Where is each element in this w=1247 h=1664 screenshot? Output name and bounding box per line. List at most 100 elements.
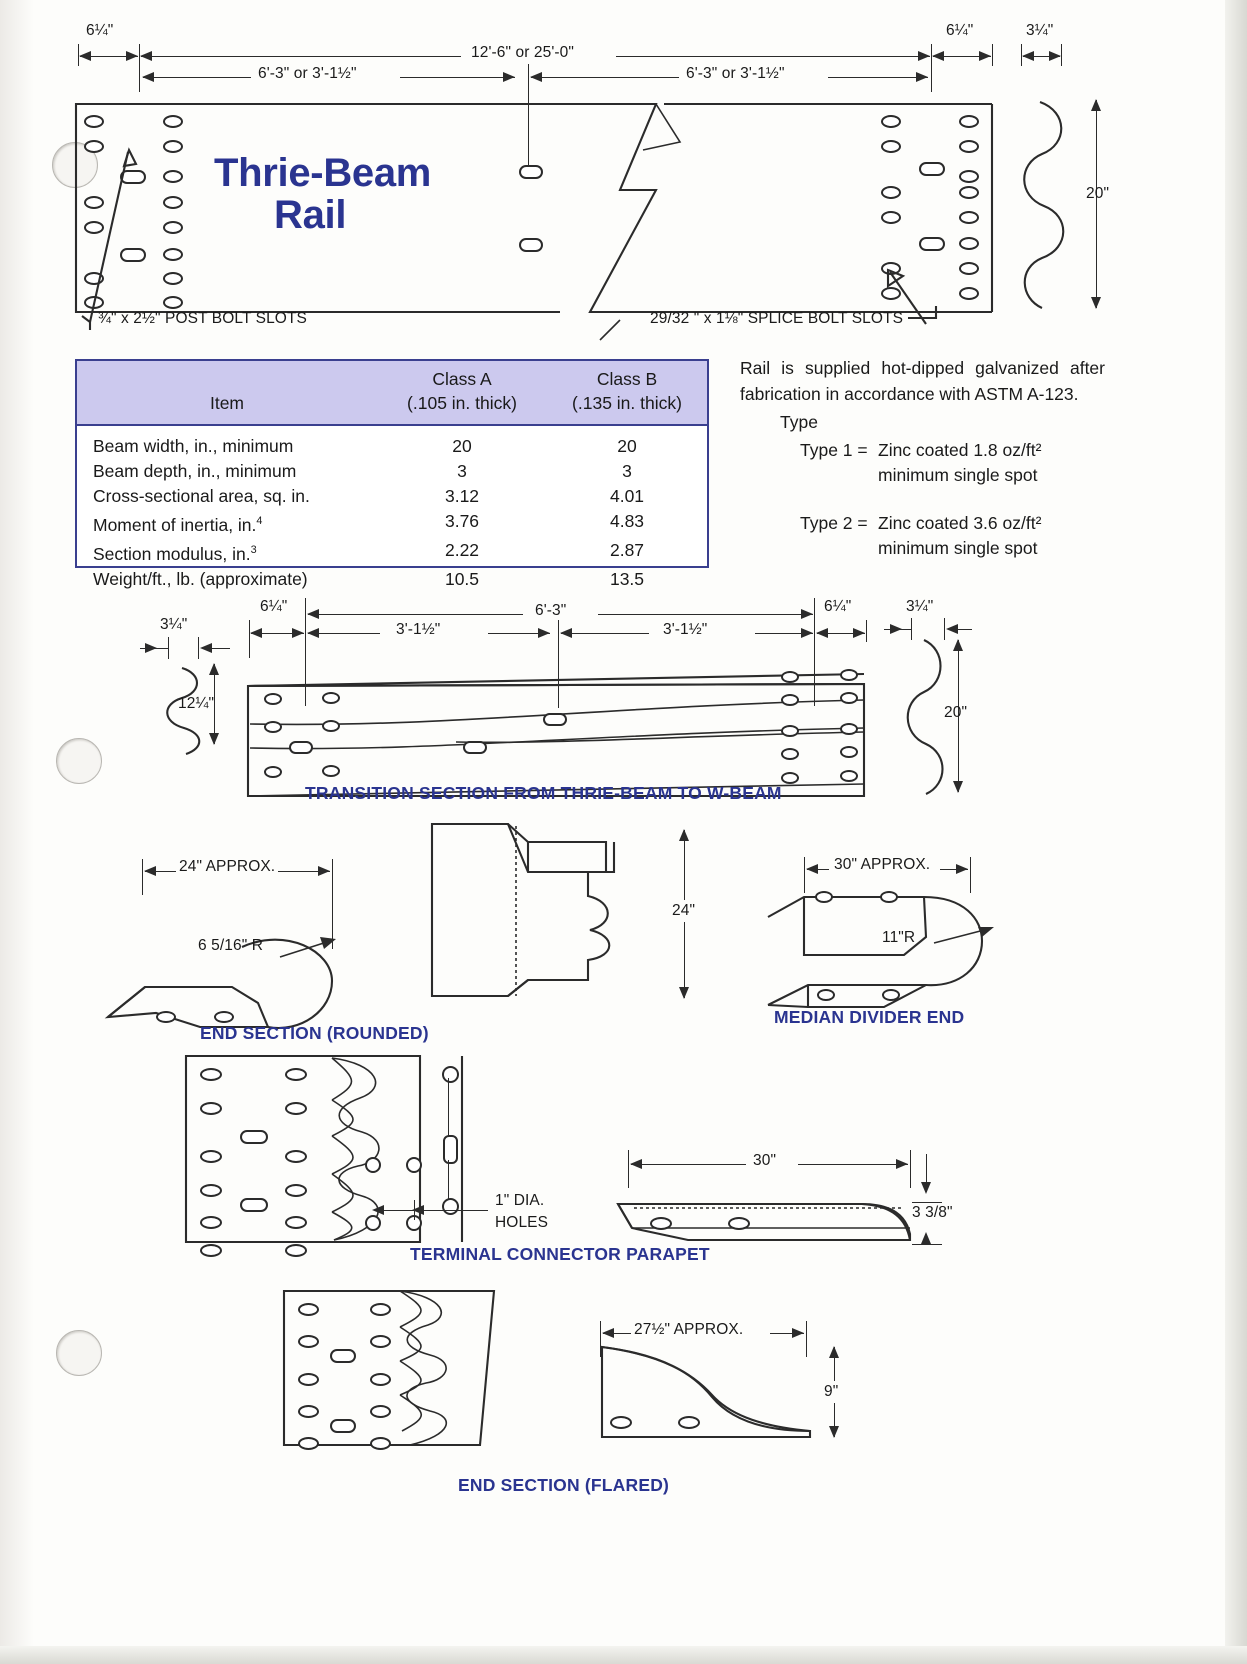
dim-line-corr	[1023, 56, 1060, 57]
tc-round-hole	[365, 1157, 381, 1173]
transition-line-half-r2	[755, 633, 813, 634]
table-header-class-a-line2: (.105 in. thick)	[407, 393, 517, 413]
transition-slot	[322, 720, 340, 732]
transition-ext-rcorr-r	[944, 618, 945, 640]
terminal-connector-caption: TERMINAL CONNECTOR PARAPET	[410, 1244, 710, 1264]
esr-arrow-l	[144, 866, 156, 876]
specifications-table: Class A Class B Item (.105 in. thick) (.…	[75, 359, 709, 589]
tc-slot	[240, 1130, 268, 1144]
end-section-rounded-caption: END SECTION (ROUNDED)	[200, 1023, 429, 1043]
end-section-rounded-diagram: 24" APPROX. 6 5/16" R END SECTION (ROUND…	[0, 845, 429, 1055]
diagram-title-line1: Thrie-Beam	[214, 151, 432, 195]
dim-half-right-label: 6'-3" or 3'-1½"	[686, 65, 785, 82]
type2-text: Zinc coated 3.6 oz/ft²	[878, 512, 1042, 533]
transition-slot	[289, 741, 313, 754]
pp-ext-left	[628, 1150, 629, 1188]
pp-dim-line-r	[798, 1164, 908, 1165]
transition-slot	[840, 770, 858, 782]
parapet-profile-shape	[616, 1202, 912, 1242]
end-section-flared-caption: END SECTION (FLARED)	[458, 1475, 670, 1495]
transition-arrow-endr-a	[816, 628, 828, 638]
flared-side-profile	[600, 1345, 812, 1439]
post-bolt-slot	[163, 272, 183, 285]
table-cell-class-a: 10.5	[444, 568, 480, 589]
transition-arrow-hright-top	[953, 639, 963, 651]
center-profile-diagram: 24"	[420, 820, 710, 1010]
transition-ext-right-b	[814, 598, 815, 706]
tc-holes-label-line2: HOLES	[495, 1214, 549, 1231]
table-cell-item: Beam depth, in., minimum	[93, 461, 297, 481]
splice-bolt-slot	[959, 237, 979, 250]
splice-slot-leader	[886, 268, 927, 325]
transition-slot	[264, 693, 282, 705]
transition-line-rcorr-a	[884, 629, 911, 630]
splice-bolt-slot	[959, 170, 979, 183]
parapet-profile-diagram: 30" 3 3/8"	[600, 1140, 1020, 1280]
mde-slot	[880, 891, 898, 903]
transition-ext-mid	[558, 620, 559, 708]
esf-slot	[298, 1303, 319, 1316]
transition-arrow-hleft-bot	[209, 733, 219, 745]
pp-arrow-l	[630, 1159, 642, 1169]
table-header-item-col	[77, 367, 377, 391]
table-row: Moment of inertia, in.4 3.76 4.83	[77, 509, 707, 538]
arrow-corr-a	[1022, 51, 1034, 61]
galvanizing-paragraph: Rail is supplied hot-dipped galvanized a…	[740, 358, 1105, 404]
tc-slot	[240, 1198, 268, 1212]
ext-line-left-inner	[139, 44, 140, 92]
tc-holes-tick	[414, 1200, 415, 1220]
dim-line-half-left	[143, 77, 251, 78]
type2-row: Type 2 = Zinc coated 3.6 oz/ft²	[740, 511, 1105, 537]
ext-line-center	[528, 64, 529, 174]
arrow-half-right-a	[530, 72, 542, 82]
transition-slot	[781, 694, 799, 706]
tc-slot	[285, 1216, 307, 1229]
terminal-profile-shape	[430, 822, 616, 998]
table-cell-item: Weight/ft., lb. (approximate)	[93, 568, 308, 589]
table-cell-class-b: 4.83	[609, 511, 645, 531]
transition-arrow-halfr-b	[801, 628, 813, 638]
w-beam-profile-right	[906, 639, 944, 795]
mde-ext-right	[970, 857, 971, 893]
esf-profile-slot	[678, 1416, 700, 1429]
center-bolt-slot	[519, 238, 543, 252]
dim-left-end-label: 6¼"	[86, 22, 114, 39]
tc-holes-label-line1: 1" DIA.	[495, 1192, 545, 1209]
arrow-height-top	[1091, 99, 1101, 111]
esr-radius-leader	[279, 937, 336, 958]
transition-slot	[264, 721, 282, 733]
pp-dim-length: 30"	[753, 1152, 777, 1169]
transition-slot	[543, 713, 567, 726]
esf-slot	[370, 1437, 391, 1450]
table-cell-class-b: 20	[617, 436, 637, 456]
transition-dim-left-corr: 3¼"	[160, 616, 188, 633]
mde-arrow-r	[956, 864, 968, 874]
page-edge-shadow-right	[1225, 0, 1247, 1664]
mde-ext-left	[804, 857, 805, 893]
transition-arrow-endr-b	[853, 628, 865, 638]
dim-line-half-right-2	[828, 77, 928, 78]
transition-arrow-endl-b	[292, 628, 304, 638]
esf-height-arrow-top	[829, 1346, 839, 1358]
dim-line-left-end	[80, 56, 138, 57]
table-cell-class-a: 3.76	[444, 511, 480, 531]
transition-arrow-rcorr-b	[946, 624, 958, 634]
table-cell-class-b: 3	[622, 461, 632, 481]
esf-slot	[330, 1349, 356, 1363]
rail-body-outline	[74, 102, 994, 341]
pp-arrow-r	[896, 1159, 908, 1169]
esr-dim-length: 24" APPROX.	[176, 858, 279, 876]
thrie-beam-profile-section	[1023, 101, 1065, 309]
type1-row: Type 1 = Zinc coated 1.8 oz/ft²	[740, 438, 1105, 464]
pp-height-line-top	[926, 1154, 927, 1192]
splice-slots-text: 29/32 " x 1⅛" SPLICE BOLT SLOTS	[650, 310, 904, 327]
post-bolt-slot	[84, 115, 104, 128]
mde-slot	[882, 989, 900, 1001]
transition-ext-rcorr-l	[911, 618, 912, 640]
dim-overall-label: 12'-6" or 25'-0"	[471, 44, 574, 61]
mde-slot	[817, 989, 835, 1001]
transition-line-half-r	[561, 633, 649, 634]
transition-arrow-corr-in-r	[200, 643, 212, 653]
tc-holes-leader	[380, 1210, 488, 1211]
mde-radius-leader	[933, 927, 994, 944]
